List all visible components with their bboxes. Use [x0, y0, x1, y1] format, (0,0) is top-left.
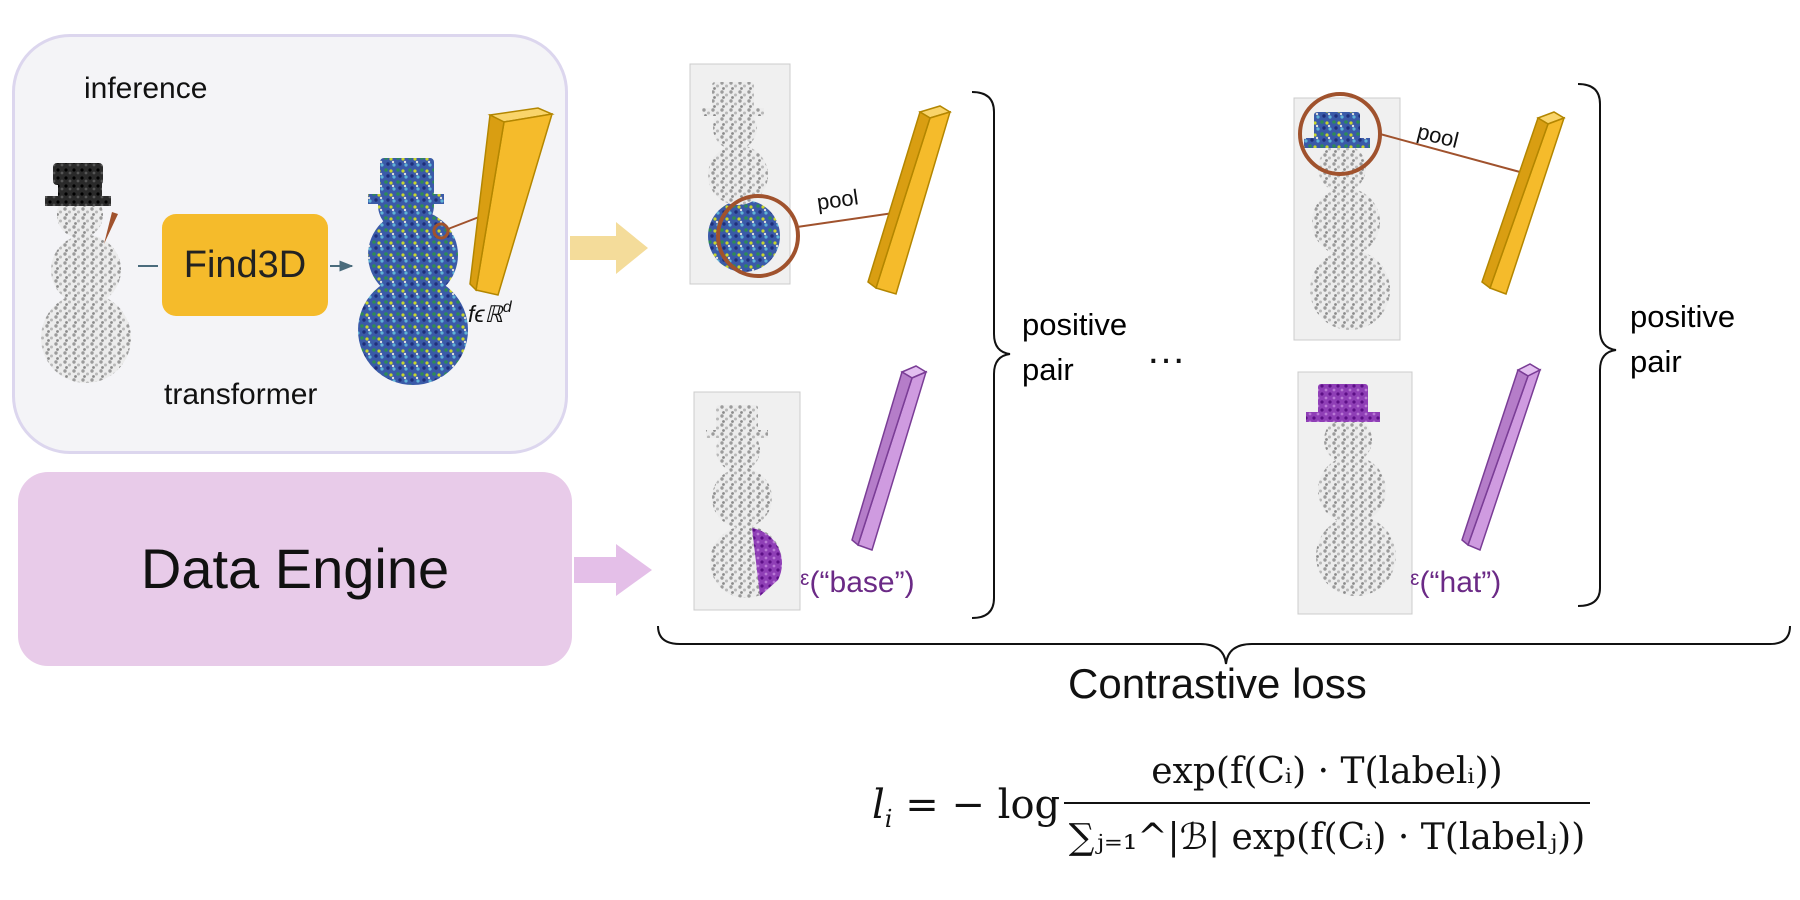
base-pool-line	[796, 211, 901, 228]
input-snowman-figure	[41, 163, 131, 383]
contrastive-loss-title: Contrastive loss	[1068, 660, 1367, 707]
feature-snowman-figure	[358, 158, 468, 385]
inference-title: inference	[84, 72, 208, 105]
base-feature-bar	[867, 105, 952, 295]
formula-lhs-subscript: i	[884, 805, 893, 833]
feature-vector-bar	[469, 107, 555, 296]
hat-label-snowman	[1306, 384, 1396, 596]
formula-denominator: ∑ⱼ₌₁^|ℬ| exp(f(Cᵢ) · T(labelⱼ))	[1068, 817, 1586, 858]
formula-lhs-symbol: l	[872, 782, 885, 828]
feature-point-highlight	[432, 222, 450, 240]
base-pool-label: pool	[815, 184, 860, 215]
hat-text-label: ᵋ(“hat”)	[1410, 566, 1501, 599]
base-positive-word: positive	[1022, 307, 1128, 342]
contrastive-brace	[657, 625, 1791, 665]
data-engine-label: Data Engine	[140, 537, 450, 600]
transformer-label: transformer	[164, 378, 318, 411]
hat-pair-word: pair	[1630, 344, 1682, 379]
formula-lhs: li = − log	[872, 782, 1060, 833]
hat-positive-word: positive	[1630, 299, 1736, 334]
feature-space-label: fϵℝd	[468, 299, 513, 327]
base-pool-circle	[716, 194, 800, 278]
formula-equals-log: = − log	[892, 782, 1061, 828]
base-pair-word: pair	[1022, 352, 1074, 387]
hat-text-bar	[1461, 363, 1542, 552]
hat-pair-brace	[1577, 83, 1617, 607]
ellipsis: …	[1146, 328, 1188, 372]
hat-pool-line	[1379, 133, 1521, 173]
base-pair-brace	[971, 91, 1011, 619]
hat-feature-bar	[1481, 111, 1566, 295]
formula-fraction-bar	[1064, 802, 1590, 804]
base-text-bar	[851, 365, 928, 551]
formula-fraction: exp(f(Cᵢ) · T(labelᵢ)) ∑ⱼ₌₁^|ℬ| exp(f(Cᵢ…	[1064, 744, 1590, 866]
hat-pool-label: pool	[1415, 119, 1461, 153]
loss-formula: li = − log exp(f(Cᵢ) · T(labelᵢ)) ∑ⱼ₌₁^|…	[868, 744, 1608, 880]
hat-positive-pair-label: positive pair	[1630, 294, 1735, 384]
base-label-snowman	[706, 405, 783, 598]
data-engine-to-training-arrow	[574, 544, 652, 596]
base-region-snowman	[702, 82, 780, 272]
formula-numerator: exp(f(Cᵢ) · T(labelᵢ))	[1151, 751, 1503, 792]
data-engine-panel: Data Engine	[18, 472, 572, 666]
base-positive-pair-label: positive pair	[1022, 302, 1127, 392]
hat-region-snowman	[1304, 112, 1390, 330]
base-text-label: ᵋ(“base”)	[800, 566, 915, 599]
inference-to-training-arrow	[570, 222, 648, 274]
find3d-model-box: Find3D	[162, 214, 328, 316]
